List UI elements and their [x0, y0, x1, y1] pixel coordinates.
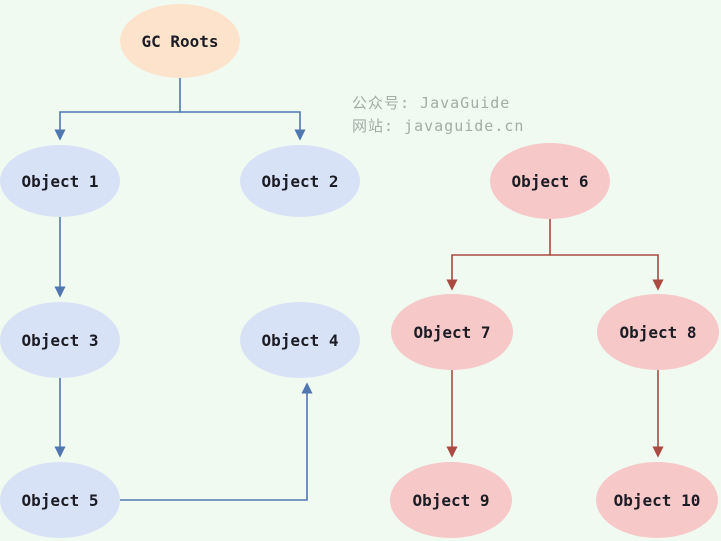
node-object-6-label: Object 6: [511, 172, 588, 191]
node-gc-roots: GC Roots: [120, 4, 240, 78]
node-object-4-label: Object 4: [261, 331, 338, 350]
node-object-10: Object 10: [596, 462, 718, 538]
edge-object-6-object-8: [550, 254, 664, 291]
node-object-7-ellipse: [391, 294, 513, 370]
edge-gc-roots-object-2: [180, 111, 306, 141]
node-object-3: Object 3: [0, 302, 120, 378]
edge-gc-roots-object-1: [54, 78, 181, 141]
node-object-7: Object 7: [391, 294, 513, 370]
node-object-9-ellipse: [390, 462, 512, 538]
node-object-6-ellipse: [490, 143, 610, 219]
node-object-2-ellipse: [240, 145, 360, 217]
node-gc-roots-ellipse: [120, 4, 240, 78]
node-object-9: Object 9: [390, 462, 512, 538]
watermark-line-2: 网站: javaguide.cn: [352, 117, 524, 135]
node-object-10-label: Object 10: [614, 491, 701, 510]
node-object-1-ellipse: [0, 145, 120, 217]
edges: [54, 78, 664, 501]
node-object-4-ellipse: [240, 302, 360, 378]
node-object-9-label: Object 9: [412, 491, 489, 510]
watermark: 公众号: JavaGuide 网站: javaguide.cn: [352, 94, 524, 135]
node-object-2: Object 2: [240, 145, 360, 217]
node-object-6: Object 6: [490, 143, 610, 219]
edge-object-5-object-4: [120, 382, 313, 501]
watermark-line-1: 公众号: JavaGuide: [352, 94, 510, 112]
node-object-5-ellipse: [0, 462, 120, 538]
node-object-3-ellipse: [0, 302, 120, 378]
node-object-5-label: Object 5: [21, 491, 98, 510]
node-object-1: Object 1: [0, 145, 120, 217]
node-object-4: Object 4: [240, 302, 360, 378]
node-gc-roots-label: GC Roots: [141, 32, 218, 51]
node-object-1-label: Object 1: [21, 172, 98, 191]
node-object-10-ellipse: [596, 462, 718, 538]
node-object-5: Object 5: [0, 462, 120, 538]
node-object-3-label: Object 3: [21, 331, 98, 350]
node-object-2-label: Object 2: [261, 172, 338, 191]
edge-object-6-object-7: [446, 219, 551, 291]
node-object-8: Object 8: [597, 294, 719, 370]
node-object-8-label: Object 8: [619, 323, 696, 342]
node-object-7-label: Object 7: [413, 323, 490, 342]
node-object-8-ellipse: [597, 294, 719, 370]
